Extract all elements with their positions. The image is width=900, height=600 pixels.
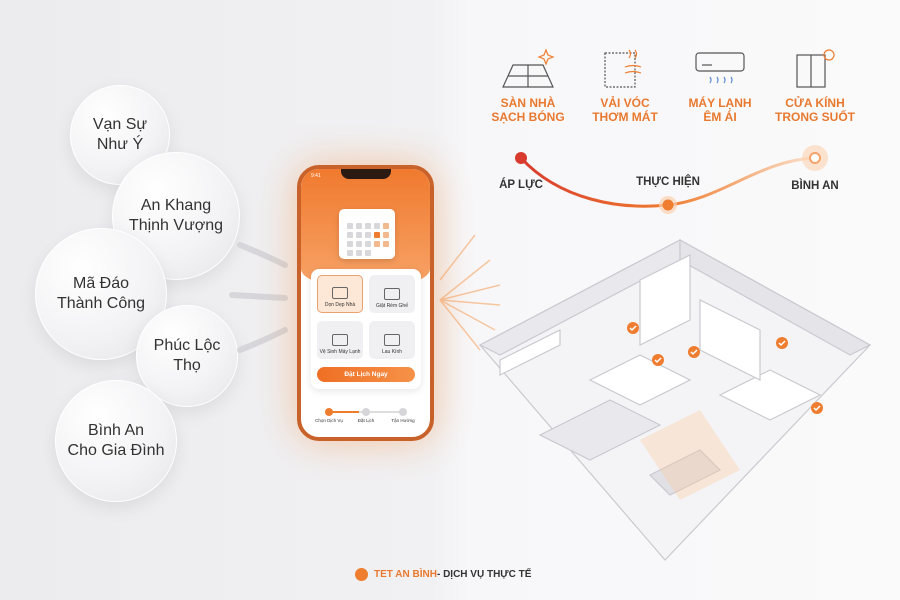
benefit-label: MÁY LẠNH ÊM ÁI [688,96,752,124]
benefit-fabric: VẢI VÓC THƠM MÁT [570,45,680,124]
step-dot [362,408,370,416]
service-ac-cleaning[interactable]: Vệ Sinh Máy Lạnh [317,321,363,359]
tagline: - DỊCH VỤ THỰC TẾ [436,569,532,580]
benefit-label: SÀN NHÀ SẠCH BÓNG [491,96,565,124]
step-dot [399,408,407,416]
brand-name: TET AN BÌNH [374,569,437,580]
sparkling-floor-icon [502,48,555,88]
status-time: 9:41 [311,173,321,179]
house-illustration [478,238,872,561]
benefit-floor: SÀN NHÀ SẠCH BÓNG [473,45,583,124]
wish-text: An Khang Thịnh Vượng [128,197,224,234]
service-label: Dọn Dẹp Nhà [324,302,356,308]
wish-text: Mã Đáo Thành Công [56,275,146,312]
booking-app-phone: 9:41 Dọn Dẹp Nhà Giặt Rèm Ghế Vệ Sinh Má… [297,165,434,441]
wish-text: Vạn Sự Như Ý [92,116,148,153]
wish-bubble: An Khang Thịnh Vượng [112,152,240,280]
wish-bubble: Vạn Sự Như Ý [70,85,170,185]
service-card: Dọn Dẹp Nhà Giặt Rèm Ghế Vệ Sinh Máy Lạn… [311,269,421,389]
benefit-label: VẢI VÓC THƠM MÁT [592,96,658,124]
service-curtain-washing[interactable]: Giặt Rèm Ghế [369,275,415,313]
clear-window-icon [796,49,835,88]
benefit-window: CỬA KÍNH TRONG SUỐT [760,45,870,124]
stage-label-peace: BÌNH AN [791,180,839,192]
air-conditioner-icon [332,334,348,346]
step-label: Tận Hưởng [391,418,415,423]
service-cleaning[interactable]: Dọn Dẹp Nhà [317,275,363,313]
footer: TET AN BÌNH - DỊCH VỤ THỰC TẾ [355,568,531,581]
book-now-button[interactable]: Đặt Lịch Ngay [317,367,415,382]
stage-label-action: THỰC HIỆN [636,176,700,188]
service-label: Vệ Sinh Máy Lạnh [319,349,361,355]
wish-bubble: Mã Đáo Thành Công [35,228,167,360]
air-conditioner-icon [695,52,745,84]
service-label: Giặt Rèm Ghế [376,303,408,309]
curtain-icon [384,288,400,300]
window-icon [384,334,400,346]
phone-notch [341,169,391,179]
stress-dot [515,152,527,164]
step-label: Đặt Lịch [357,418,375,423]
booking-steps: Chọn Dịch Vụ Đặt Lịch Tận Hưởng [301,404,430,434]
benefit-label: CỬA KÍNH TRONG SUỐT [775,96,855,124]
brand-logo-icon [355,568,368,581]
stage-label-stress: ÁP LỰC [499,179,543,191]
step-label: Chọn Dịch Vụ [315,418,343,423]
service-label: Lau Kính [381,349,403,355]
wish-bubble: Phúc Lộc Thọ [136,305,238,407]
service-window-cleaning[interactable]: Lau Kính [369,321,415,359]
wish-text: Phúc Lộc Thọ [153,337,221,374]
fresh-fabric-icon [604,49,642,88]
cleaning-icon [332,287,348,299]
benefit-ac: MÁY LẠNH ÊM ÁI [665,45,775,124]
wish-bubble: Bình An Cho Gia Đình [55,380,177,502]
step-dot-active [325,408,333,416]
wish-text: Bình An Cho Gia Đình [67,422,165,459]
calendar-icon [339,209,395,259]
